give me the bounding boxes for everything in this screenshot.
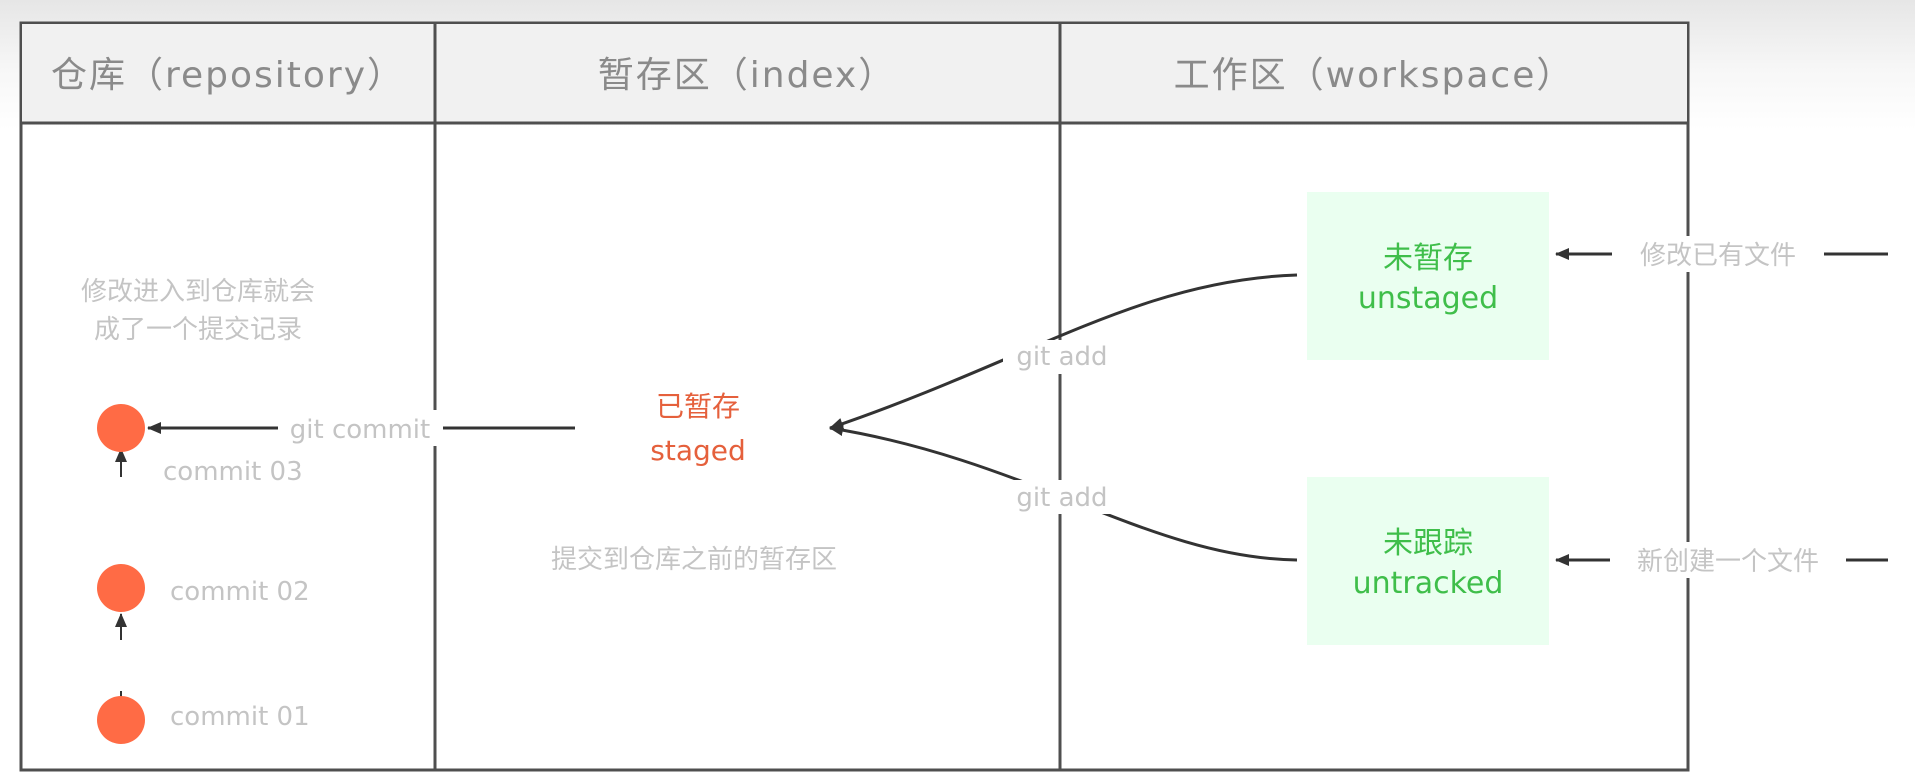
- unstaged-label-en: unstaged: [1358, 281, 1498, 316]
- diagram-frame: [19, 21, 1690, 772]
- unstaged-box: [1307, 192, 1549, 360]
- git-add-top-label: git add: [1016, 342, 1107, 372]
- git-add-bottom-label: git add: [1016, 483, 1107, 513]
- commit-label-02: commit 02: [170, 577, 310, 607]
- modify-file-label-bg: [1612, 236, 1824, 272]
- commit-label-03: commit 03: [163, 457, 303, 487]
- commit-node-01: [97, 696, 145, 744]
- git-add-top-label-bg: [1003, 340, 1121, 374]
- new-file-label: 新创建一个文件: [1637, 547, 1819, 577]
- commit-node-03: [97, 404, 145, 452]
- untracked-label-cn: 未跟踪: [1383, 526, 1473, 561]
- untracked-label-en: untracked: [1353, 566, 1504, 601]
- repository-note-line1: 修改进入到仓库就会: [81, 277, 315, 307]
- header-band: [22, 24, 1687, 122]
- git-commit-label: git commit: [290, 415, 430, 445]
- git-add-curve-top: [829, 273, 1298, 430]
- header-index: 暂存区（index）: [598, 55, 897, 96]
- header-workspace: 工作区（workspace）: [1174, 55, 1575, 96]
- unstaged-label-cn: 未暂存: [1383, 241, 1473, 276]
- staged-label-en: staged: [650, 434, 746, 467]
- modify-file-label: 修改已有文件: [1640, 241, 1796, 271]
- repository-note-line2: 成了一个提交记录: [94, 315, 302, 345]
- staged-label-cn: 已暂存: [656, 390, 740, 423]
- commit-label-01: commit 01: [170, 702, 310, 732]
- git-add-bottom-label-bg: [1003, 480, 1121, 514]
- commit-node-02: [97, 564, 145, 612]
- index-note: 提交到仓库之前的暂存区: [551, 545, 837, 575]
- git-commit-label-bg: [278, 410, 443, 446]
- new-file-label-bg: [1610, 542, 1846, 578]
- header-repository: 仓库（repository）: [51, 55, 405, 96]
- untracked-box: [1307, 477, 1549, 645]
